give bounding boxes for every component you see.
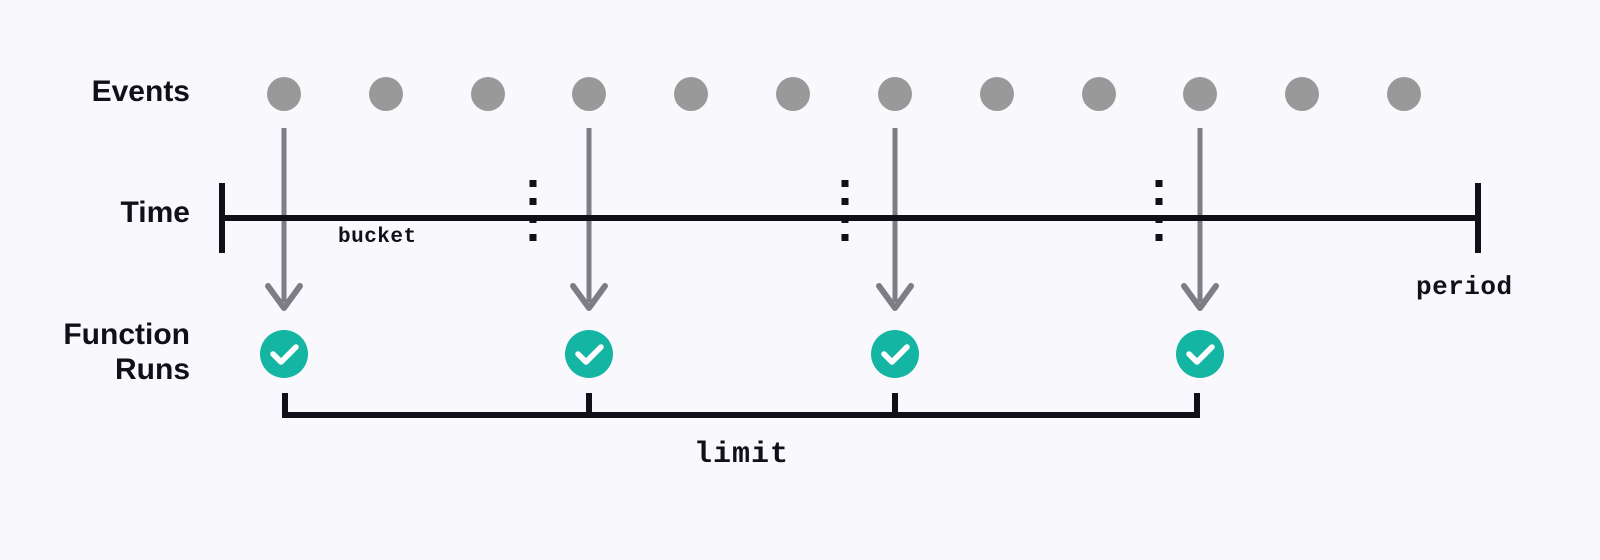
check-circle-icon (565, 330, 613, 378)
event-dot (1183, 77, 1217, 111)
event-dot (878, 77, 912, 111)
check-circle-icon (1176, 330, 1224, 378)
limit-bracket (282, 393, 1200, 418)
check-circle-icon (871, 330, 919, 378)
events-row-label: Events (91, 75, 190, 108)
check-circle-icon (260, 330, 308, 378)
event-dot (674, 77, 708, 111)
function-runs-row (260, 330, 1224, 378)
event-dot (267, 77, 301, 111)
bucket-dividers (529, 180, 1163, 252)
period-annotation-label: period (1416, 272, 1513, 302)
time-axis (219, 183, 1481, 253)
function-runs-row-label: Function Runs (63, 318, 190, 387)
bucket-annotation-label: bucket (338, 226, 417, 249)
event-dot (776, 77, 810, 111)
event-dot (572, 77, 606, 111)
limit-annotation-label: limit (694, 438, 790, 472)
event-dot (980, 77, 1014, 111)
event-dot (369, 77, 403, 111)
events-row (267, 77, 1421, 111)
time-row-label: Time (120, 196, 190, 229)
event-dot (1082, 77, 1116, 111)
event-dot (471, 77, 505, 111)
event-dot (1387, 77, 1421, 111)
event-dot (1285, 77, 1319, 111)
